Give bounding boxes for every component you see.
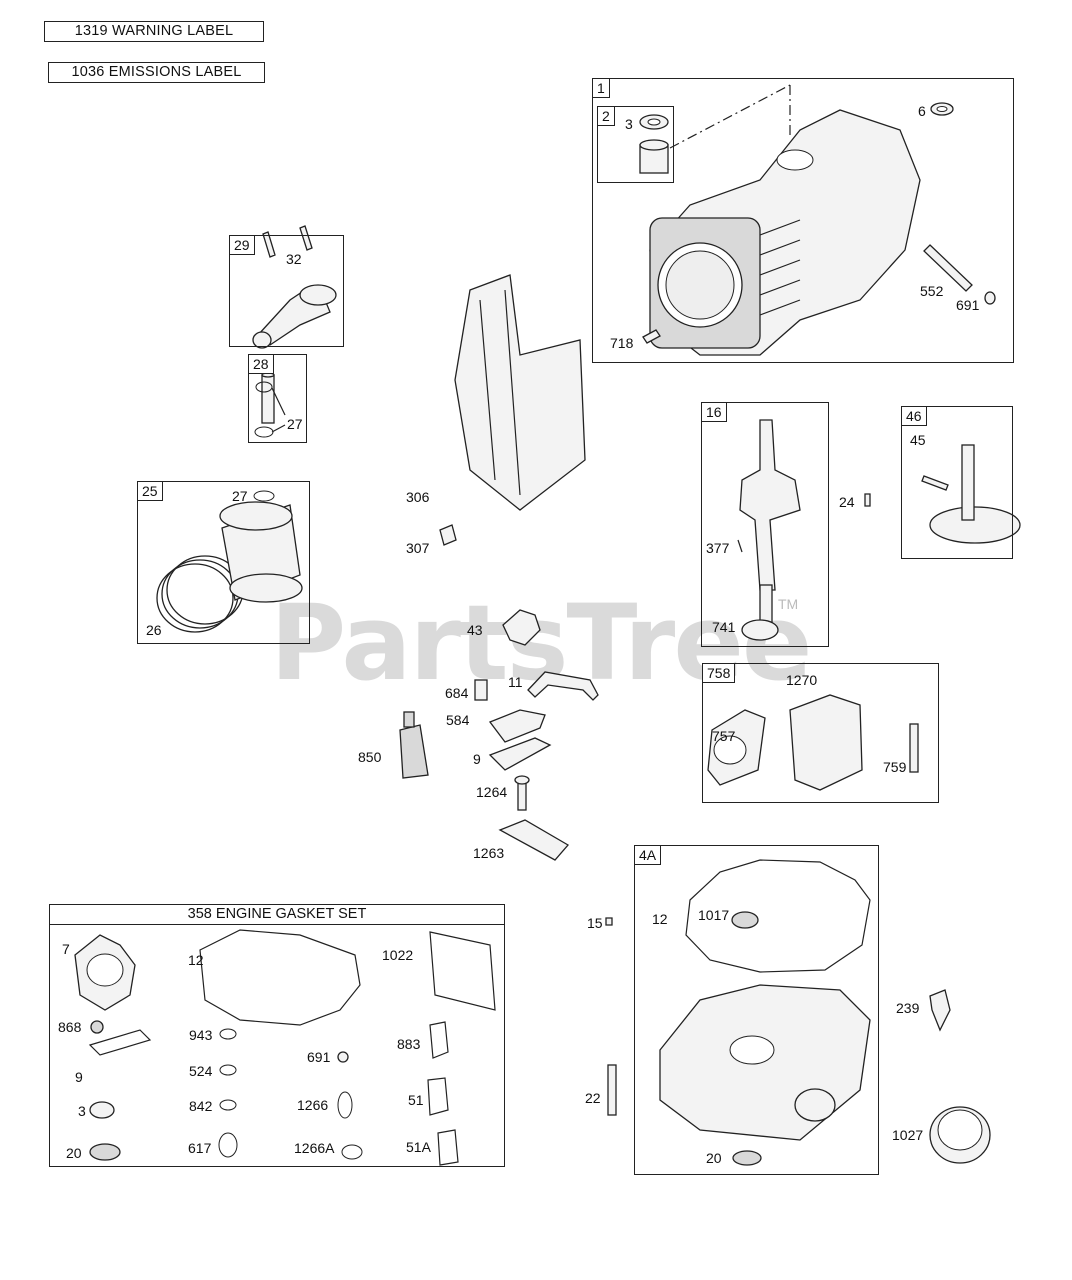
group-box-25-tag: 25 bbox=[138, 482, 163, 501]
gasket-callout-1266a[interactable]: 1266A bbox=[294, 1140, 335, 1156]
callout-12-sump[interactable]: 12 bbox=[652, 911, 668, 927]
callout-691[interactable]: 691 bbox=[956, 297, 980, 313]
sump-drawing bbox=[659, 859, 871, 1141]
callout-1270[interactable]: 1270 bbox=[786, 672, 818, 688]
gasket-callout-842[interactable]: 842 bbox=[189, 1098, 213, 1114]
connecting-rod-drawing bbox=[252, 225, 337, 349]
callout-27-piston[interactable]: 27 bbox=[232, 488, 248, 504]
gasket-callout-20[interactable]: 20 bbox=[66, 1145, 82, 1161]
group-box-1: 1 bbox=[592, 78, 1014, 363]
group-box-46-tag: 46 bbox=[902, 407, 927, 426]
callout-759[interactable]: 759 bbox=[883, 759, 907, 775]
piston-drawing bbox=[156, 490, 303, 633]
gasket-set-drawing bbox=[74, 929, 496, 1166]
warning-label-box: 1319 WARNING LABEL bbox=[44, 21, 264, 42]
callout-24[interactable]: 24 bbox=[839, 494, 855, 510]
callout-22[interactable]: 22 bbox=[585, 1090, 601, 1106]
group-box-758: 758 bbox=[702, 663, 939, 803]
engine-gasket-set-title: 358 ENGINE GASKET SET bbox=[50, 905, 504, 925]
callout-757[interactable]: 757 bbox=[712, 728, 736, 744]
group-box-1-tag: 1 bbox=[593, 79, 610, 98]
shroud-drawing bbox=[454, 274, 586, 511]
group-box-2-tag: 2 bbox=[598, 107, 615, 126]
callout-43[interactable]: 43 bbox=[467, 622, 483, 638]
callout-1263[interactable]: 1263 bbox=[473, 845, 505, 861]
callout-3[interactable]: 3 bbox=[625, 116, 633, 132]
group-box-28-tag: 28 bbox=[249, 355, 274, 374]
group-box-16: 16 bbox=[701, 402, 829, 647]
gasket-callout-1022[interactable]: 1022 bbox=[382, 947, 414, 963]
callout-306[interactable]: 306 bbox=[406, 489, 430, 505]
callout-9[interactable]: 9 bbox=[473, 751, 481, 767]
group-box-2: 2 bbox=[597, 106, 674, 183]
gasket-callout-868[interactable]: 868 bbox=[58, 1019, 82, 1035]
group-box-46: 46 bbox=[901, 406, 1013, 559]
emissions-label-box: 1036 EMISSIONS LABEL bbox=[48, 62, 265, 83]
gasket-callout-9[interactable]: 9 bbox=[75, 1069, 83, 1085]
group-box-4a: 4A bbox=[634, 845, 879, 1175]
group-box-16-tag: 16 bbox=[702, 403, 727, 422]
crankshaft-drawing bbox=[737, 419, 801, 641]
callout-377[interactable]: 377 bbox=[706, 540, 730, 556]
callout-1264[interactable]: 1264 bbox=[476, 784, 508, 800]
group-box-758-tag: 758 bbox=[703, 664, 736, 683]
gasket-callout-1266[interactable]: 1266 bbox=[297, 1097, 329, 1113]
group-box-25: 25 bbox=[137, 481, 310, 644]
gasket-callout-51a[interactable]: 51A bbox=[406, 1139, 431, 1155]
watermark-tm: TM bbox=[778, 596, 799, 612]
gasket-callout-524[interactable]: 524 bbox=[189, 1063, 213, 1079]
callout-15[interactable]: 15 bbox=[587, 915, 603, 931]
callout-27-pin[interactable]: 27 bbox=[287, 416, 303, 432]
group-box-28: 28 bbox=[248, 354, 307, 443]
callout-45[interactable]: 45 bbox=[910, 432, 926, 448]
callout-6[interactable]: 6 bbox=[918, 103, 926, 119]
gasket-callout-3[interactable]: 3 bbox=[78, 1103, 86, 1119]
callout-20-sump[interactable]: 20 bbox=[706, 1150, 722, 1166]
callout-26[interactable]: 26 bbox=[146, 622, 162, 638]
callout-11[interactable]: 11 bbox=[508, 674, 523, 690]
callout-584[interactable]: 584 bbox=[446, 712, 470, 728]
cylinder-block-drawing bbox=[649, 84, 921, 356]
gasket-callout-7[interactable]: 7 bbox=[62, 941, 70, 957]
callout-741[interactable]: 741 bbox=[712, 619, 736, 635]
callout-552[interactable]: 552 bbox=[920, 283, 944, 299]
gasket-callout-943[interactable]: 943 bbox=[189, 1027, 213, 1043]
group-box-29-tag: 29 bbox=[230, 236, 255, 255]
callout-718[interactable]: 718 bbox=[610, 335, 634, 351]
gasket-callout-617[interactable]: 617 bbox=[188, 1140, 212, 1156]
callout-684[interactable]: 684 bbox=[445, 685, 469, 701]
bushing-drawing bbox=[639, 114, 669, 174]
callout-32[interactable]: 32 bbox=[286, 251, 302, 267]
engine-gasket-set-box: 358 ENGINE GASKET SET bbox=[49, 904, 505, 1167]
group-box-29: 29 bbox=[229, 235, 344, 347]
callout-307[interactable]: 307 bbox=[406, 540, 430, 556]
group-box-4a-tag: 4A bbox=[635, 846, 662, 865]
gasket-callout-51[interactable]: 51 bbox=[408, 1092, 424, 1108]
camshaft-drawing bbox=[921, 444, 1021, 544]
gasket-callout-883[interactable]: 883 bbox=[397, 1036, 421, 1052]
callout-1027[interactable]: 1027 bbox=[892, 1127, 924, 1143]
callout-239[interactable]: 239 bbox=[896, 1000, 920, 1016]
gasket-callout-12[interactable]: 12 bbox=[188, 952, 204, 968]
gasket-callout-691[interactable]: 691 bbox=[307, 1049, 331, 1065]
callout-850[interactable]: 850 bbox=[358, 749, 382, 765]
callout-1017[interactable]: 1017 bbox=[698, 907, 730, 923]
